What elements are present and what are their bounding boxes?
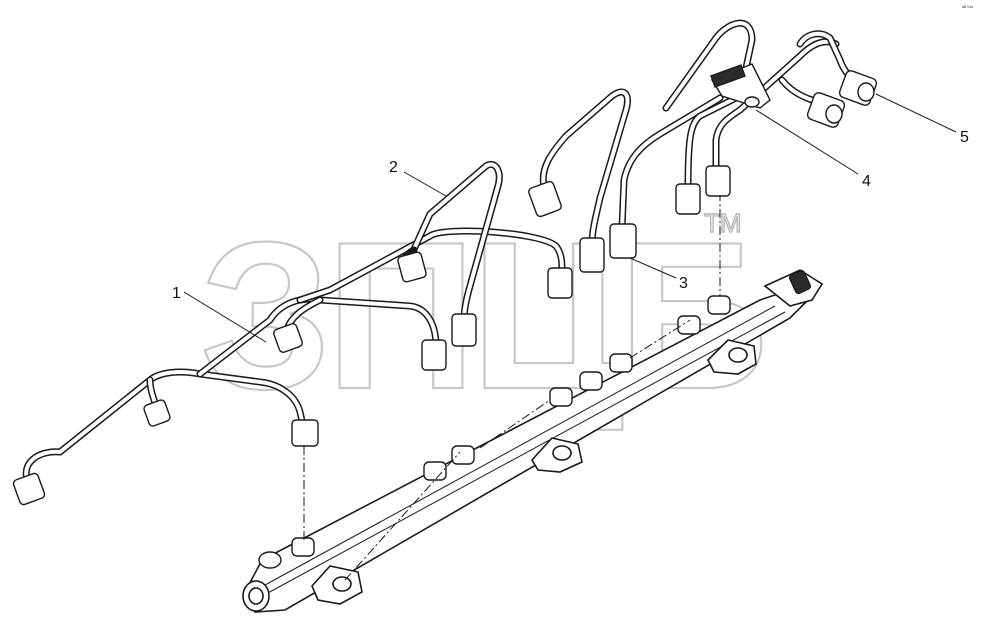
pipe-4 — [662, 19, 840, 215]
callout-leaders — [183, 93, 957, 343]
common-rail — [242, 269, 824, 613]
assembly-lines — [303, 192, 721, 581]
pipe-1 — [12, 227, 573, 506]
callout-4: 4 — [862, 173, 871, 190]
callout-3: 3 — [679, 275, 688, 292]
callout-1: 1 — [172, 285, 181, 302]
callout-2: 2 — [389, 159, 398, 176]
callouts: 1 2 3 4 5 — [172, 129, 969, 302]
watermark-tm: TM — [704, 208, 742, 238]
corner-mark: ᵃᴮ ᵇᵈᵃ — [962, 5, 973, 11]
pipe-2 — [397, 161, 503, 347]
pipe-5 — [778, 30, 878, 128]
callout-5: 5 — [960, 129, 969, 146]
pipe-3 — [528, 88, 724, 273]
